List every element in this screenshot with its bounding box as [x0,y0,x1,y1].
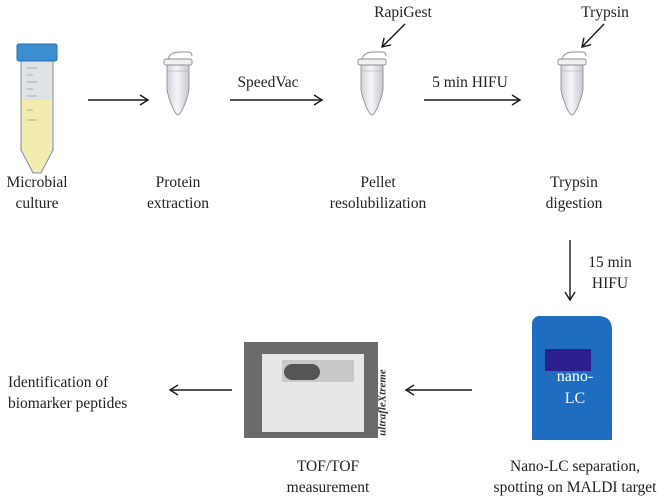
arrow-rapigest [381,23,406,48]
arrow-hifu-15 [564,240,576,302]
label-protein-extraction: Protein extraction [147,174,209,212]
instrument-brand-text: ultrafleXtreme [376,369,389,436]
arrow-hifu-5 [424,94,522,106]
nano-lc-window [545,349,591,371]
label-microbial-culture: Microbial culture [6,174,68,212]
maldi-target-plate [284,364,320,380]
label-trypsin-reagent: Trypsin [581,4,629,21]
arrow-speedvac [230,94,324,106]
label-nano-lc-separation: Nano-LC separation, spotting on MALDI ta… [493,458,657,496]
label-tof-measurement: TOF/TOF measurement [286,458,370,496]
protein-tube-icon [163,51,193,116]
label-trypsin-digestion: Trypsin digestion [545,174,603,212]
digestion-tube-icon [557,51,587,116]
culture-tube-icon [16,43,58,174]
pellet-tube-icon [357,51,387,116]
nano-lc-device-label: nano- LC [556,368,594,407]
label-hifu-15: 15 min HIFU [588,254,632,292]
nano-lc-device-icon [532,316,612,440]
culture-cap [16,43,58,62]
label-speedvac: SpeedVac [237,74,299,91]
culture-liquid [22,100,52,172]
label-hifu-5: 5 min HIFU [432,74,508,91]
label-pellet-resolubilization: Pellet resolubilization [329,174,427,212]
arrow-lc-to-tof [404,384,472,396]
arrow-tof-to-identification [168,384,232,396]
arrow-culture-to-extraction [88,94,150,106]
label-identification: Identification of biomarker peptides [8,374,128,412]
label-rapigest: RapiGest [374,4,432,21]
arrow-trypsin [581,23,605,48]
